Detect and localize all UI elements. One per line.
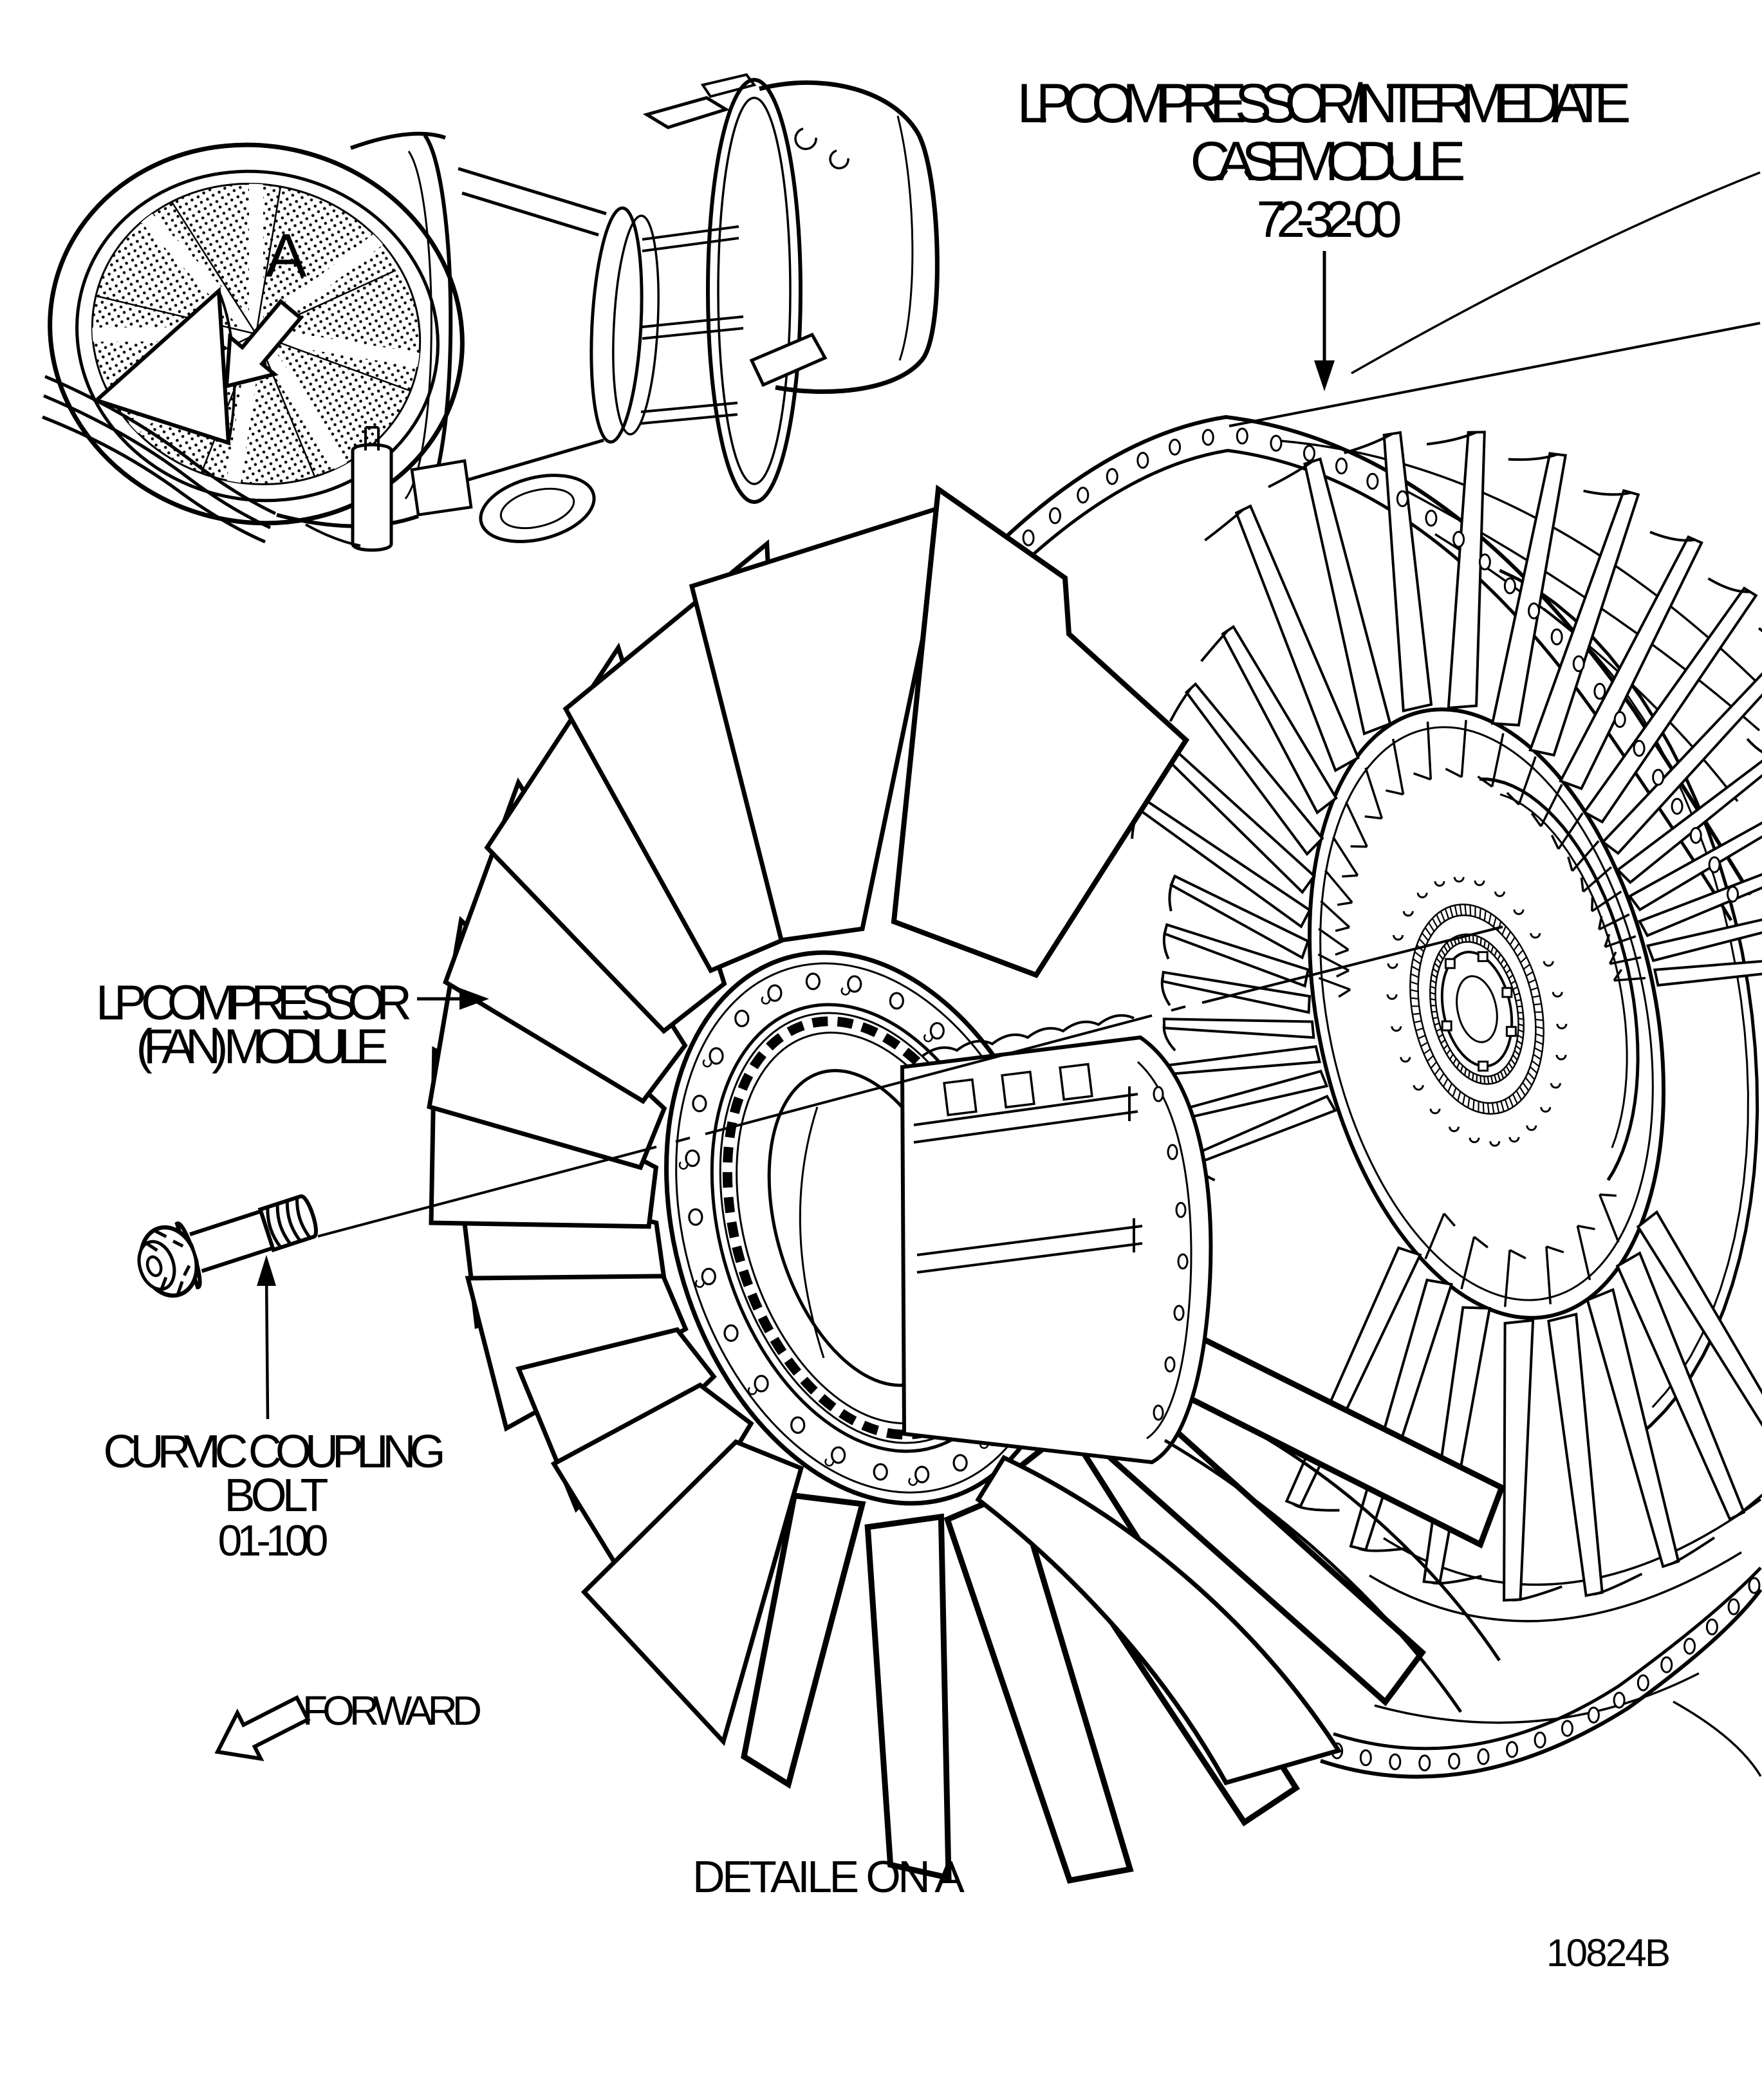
case-label-arrowhead-icon	[1314, 360, 1335, 391]
view-reference-letter: A	[265, 221, 307, 290]
fan-blade-front	[891, 484, 1190, 978]
bolt-label-arrowhead-icon	[257, 1255, 276, 1286]
annotation-lines	[214, 251, 1503, 1761]
drum-strut-bars	[913, 1086, 1143, 1274]
view-a-arrow-icon	[224, 299, 304, 389]
labels: LP COMPRESSOR / INTERMEDIATE CASE MODULE…	[96, 73, 1671, 1975]
core-strut-bars	[640, 225, 744, 425]
intermediate-case-module-drawing	[959, 171, 1762, 1779]
drum-slots	[943, 1063, 1093, 1117]
case-hub-curvic-coupling	[1386, 877, 1568, 1147]
curvic-coupling-bolt-drawing	[137, 1194, 318, 1298]
bolt-threads	[257, 1194, 318, 1252]
fan-module-label-line1: LP COMPRESSOR	[96, 976, 413, 1030]
fan-module-label-line2: (FAN) MODULE	[136, 1019, 389, 1074]
accessory-units	[351, 426, 596, 552]
case-guide-vanes	[1131, 431, 1762, 1602]
drawing-number: 10824B	[1546, 1931, 1671, 1975]
fan-rear-drum	[900, 1014, 1213, 1465]
fan-rear-blades	[975, 1414, 1501, 1786]
engine-mount-bracket	[642, 96, 730, 129]
fan-module-drawing	[427, 484, 1506, 1884]
engine-tubing	[42, 375, 361, 547]
overview-engine-drawing	[42, 73, 940, 552]
curvic-bolt-label-line2: BOLT	[225, 1470, 329, 1521]
caption-detail-on-a: DETAILE ON A	[692, 1852, 965, 1902]
bolt-axis-centerline	[317, 925, 1503, 1238]
drum-flange-holes	[1153, 1086, 1189, 1421]
forward-label: FORWARD	[302, 1687, 483, 1734]
curvic-bolt-label-line1: CURVIC COUPLING	[104, 1426, 447, 1478]
bolt-label-leader	[264, 1272, 270, 1420]
curvic-bolt-label-line3: 01-100	[218, 1516, 329, 1565]
flange-bolt-holes	[972, 427, 1761, 1772]
intermediate-case-label-line2: CASE MODULE	[1191, 131, 1467, 192]
fan-label-arrowhead-icon	[459, 988, 489, 1010]
spinner-cone	[93, 286, 231, 446]
intermediate-case-label-line1: LP COMPRESSOR / INTERMEDIATE	[1017, 73, 1632, 135]
rear-curvic-teeth-edge	[920, 1014, 1135, 1058]
case-inner-vane-row	[1317, 720, 1646, 1307]
intermediate-case-label-line3: 72-32-00	[1257, 190, 1403, 248]
forward-arrow-icon	[214, 1695, 311, 1761]
